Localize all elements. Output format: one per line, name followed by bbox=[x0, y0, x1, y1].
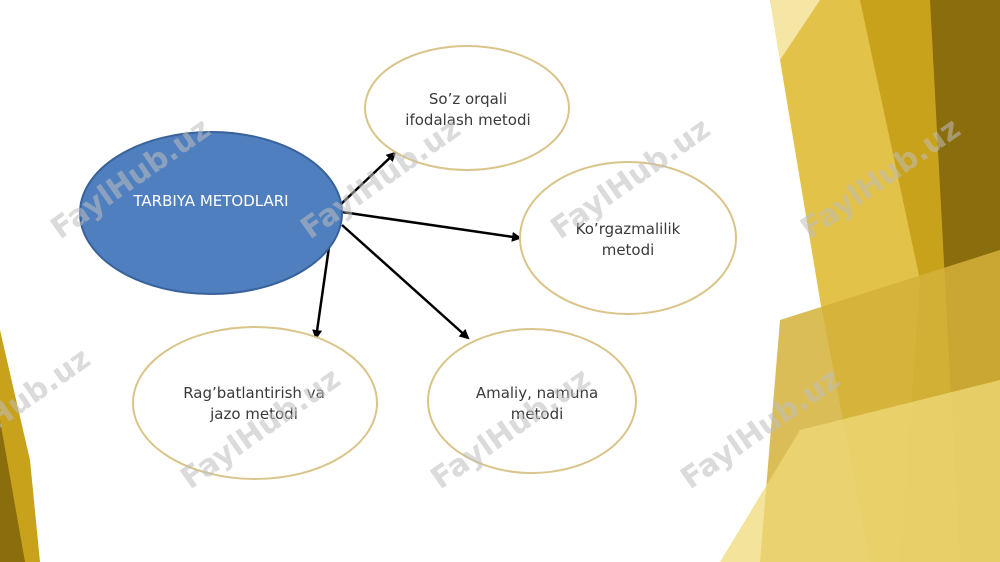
node-label-line2: metodi bbox=[511, 405, 564, 423]
method-node-visual: Ko’rgazmalilik metodi bbox=[519, 161, 737, 315]
node-label-line2: metodi bbox=[602, 241, 655, 259]
arrow-to-node-1 bbox=[339, 151, 397, 206]
method-node-verbal: So’z orqali ifodalash metodi bbox=[364, 45, 570, 171]
arrow-to-node-4 bbox=[312, 239, 332, 340]
center-node-label: TARBIYA METODLARI bbox=[132, 192, 288, 210]
arrow-to-node-2 bbox=[341, 210, 522, 242]
connector-arrows bbox=[312, 151, 522, 340]
node-label-line2: ifodalash metodi bbox=[405, 111, 530, 129]
center-node: TARBIYA METODLARI bbox=[79, 131, 343, 295]
node-label-line1: Amaliy, namuna bbox=[476, 384, 598, 402]
decorative-left-facet bbox=[0, 330, 40, 562]
node-label-line1: Ko’rgazmalilik bbox=[576, 220, 681, 238]
node-label-line1: Rag’batlantirish va bbox=[183, 384, 325, 402]
decorative-gold-facets bbox=[720, 0, 1000, 562]
method-node-practical: Amaliy, namuna metodi bbox=[427, 328, 637, 474]
node-label-line1: So’z orqali bbox=[429, 90, 507, 108]
node-label-line2: jazo metodi bbox=[209, 405, 298, 423]
arrow-to-node-3 bbox=[341, 224, 470, 340]
method-node-reward: Rag’batlantirish va jazo metodi bbox=[132, 326, 378, 480]
